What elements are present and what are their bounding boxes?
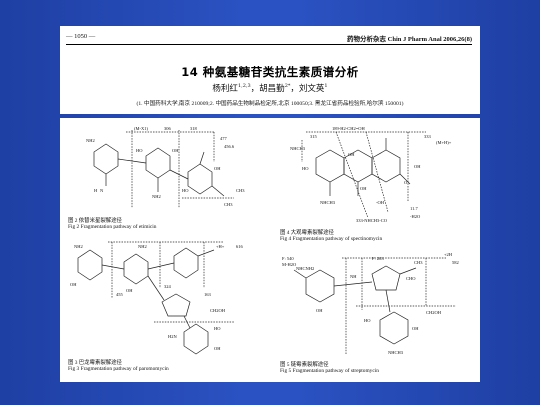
svg-text:HO: HO bbox=[214, 326, 221, 331]
figure-4-labels: 189-H2-CH2=OH 333 (M+H)+ 315 NHCH3 HO OH… bbox=[290, 126, 452, 223]
figure-4: 189-H2-CH2=OH 333 (M+H)+ 315 NHCH3 HO OH… bbox=[276, 122, 470, 246]
svg-text:H2N: H2N bbox=[168, 334, 177, 339]
svg-text:318: 318 bbox=[190, 126, 198, 131]
svg-text:163: 163 bbox=[204, 292, 212, 297]
svg-text:(M+H)+: (M+H)+ bbox=[436, 140, 452, 145]
svg-text:N: N bbox=[100, 188, 104, 193]
figure-5-structure: F: 540 M-H2O F: 263 +2H 582 CHO CH3 NH N… bbox=[282, 252, 459, 355]
figure-4-caption-en: Fig 4 Fragmentation pathway of spectinom… bbox=[280, 236, 383, 242]
svg-text:OH: OH bbox=[70, 282, 77, 287]
svg-text:OH: OH bbox=[360, 186, 367, 191]
figure-4-caption-cn: 图 4 大观霉素裂解途径 bbox=[280, 230, 334, 236]
svg-text:(M-X1): (M-X1) bbox=[134, 126, 148, 131]
svg-text:11.7: 11.7 bbox=[410, 206, 418, 211]
figure-5: F: 540 M-H2O F: 263 +2H 582 CHO CH3 NH N… bbox=[276, 250, 470, 378]
svg-text:CHO: CHO bbox=[406, 276, 416, 281]
paper-header-panel: — 1050 — 药物分析杂志 Chin J Pharm Anal 2006,2… bbox=[60, 26, 480, 114]
figure-5-caption-cn: 图 5 链霉素裂解途径 bbox=[280, 362, 329, 368]
figure-2: (M-X1) 306 318 477 456.6 NH2 NH2 H N OH … bbox=[64, 122, 258, 234]
svg-text:NH2: NH2 bbox=[86, 138, 95, 143]
svg-text:455: 455 bbox=[116, 292, 124, 297]
svg-text:F: 263: F: 263 bbox=[372, 256, 384, 261]
svg-text:NHCH3: NHCH3 bbox=[388, 350, 404, 355]
svg-text:OH: OH bbox=[214, 346, 221, 351]
author-2: ，胡昌勤 bbox=[250, 84, 285, 94]
svg-text:H: H bbox=[94, 188, 98, 193]
paper-authors: 杨利红1,2,3，胡昌勤2*，刘文英1 bbox=[60, 82, 480, 94]
svg-text:324: 324 bbox=[164, 284, 172, 289]
figure-2-labels: (M-X1) 306 318 477 456.6 NH2 NH2 H N OH … bbox=[86, 126, 245, 207]
svg-text:OH: OH bbox=[172, 148, 179, 153]
running-head: — 1050 — 药物分析杂志 Chin J Pharm Anal 2006,2… bbox=[66, 33, 472, 45]
figure-3-caption-en: Fig 3 Fragmentation pathway of paromomyc… bbox=[68, 366, 169, 372]
svg-text:NH2: NH2 bbox=[138, 244, 147, 249]
svg-text:582: 582 bbox=[452, 260, 459, 265]
svg-text:NHCNH2: NHCNH2 bbox=[296, 266, 314, 271]
author-3-affil: 1 bbox=[324, 83, 328, 90]
svg-text:OH: OH bbox=[348, 152, 355, 157]
author-1-affil: 1,2,3 bbox=[237, 83, 251, 90]
svg-text:CH3: CH3 bbox=[236, 188, 245, 193]
svg-text:456.6: 456.6 bbox=[224, 144, 235, 149]
svg-text:HO: HO bbox=[302, 166, 309, 171]
svg-text:OH: OH bbox=[316, 308, 323, 313]
figure-4-structure: 189-H2-CH2=OH 333 (M+H)+ 315 NHCH3 HO OH… bbox=[290, 126, 452, 223]
svg-text:F: 540: F: 540 bbox=[282, 256, 294, 261]
svg-text:OH: OH bbox=[126, 288, 133, 293]
svg-text:477: 477 bbox=[220, 136, 228, 141]
author-3: ，刘文英 bbox=[290, 84, 325, 94]
svg-text:HO: HO bbox=[364, 318, 371, 323]
svg-text:HO: HO bbox=[136, 148, 143, 153]
svg-text:NH2: NH2 bbox=[152, 194, 161, 199]
figure-panel: (M-X1) 306 318 477 456.6 NH2 NH2 H N OH … bbox=[60, 118, 480, 382]
svg-text:HO: HO bbox=[182, 188, 189, 193]
svg-text:333-NHCH3-CO: 333-NHCH3-CO bbox=[356, 218, 388, 223]
figure-3: +H+ 616 455 324 163 OH OH NH2 NH2 HO CH2… bbox=[64, 238, 258, 378]
svg-text:OH: OH bbox=[214, 166, 221, 171]
figure-3-labels: +H+ 616 455 324 163 OH OH NH2 NH2 HO CH2… bbox=[70, 244, 244, 351]
svg-text:306: 306 bbox=[164, 126, 172, 131]
author-affiliations: (1. 中国药科大学,南京 210009;2. 中国药品生物制品检定所,北京 1… bbox=[136, 101, 404, 107]
svg-text:CH3: CH3 bbox=[414, 260, 423, 265]
svg-text:CH2OH: CH2OH bbox=[426, 310, 442, 315]
svg-text:-H2O: -H2O bbox=[410, 214, 421, 219]
svg-text:OH: OH bbox=[412, 326, 419, 331]
figure-3-caption-cn: 图 3 巴龙霉素裂解途径 bbox=[68, 360, 122, 366]
paper-title: 14 种氨基糖苷类抗生素质谱分析 bbox=[181, 65, 359, 79]
journal-citation: 药物分析杂志 Chin J Pharm Anal 2006,26(8) bbox=[347, 36, 472, 43]
figure-3-structure: +H+ 616 455 324 163 OH OH NH2 NH2 HO CH2… bbox=[70, 241, 244, 355]
svg-text:189-H2-CH2=OH: 189-H2-CH2=OH bbox=[332, 126, 366, 131]
svg-text:M-H2O: M-H2O bbox=[282, 262, 297, 267]
svg-text:333: 333 bbox=[424, 134, 432, 139]
page-number: — 1050 — bbox=[66, 33, 96, 40]
figure-5-labels: F: 540 M-H2O F: 263 +2H 582 CHO CH3 NH N… bbox=[282, 252, 459, 355]
svg-text:+2H: +2H bbox=[444, 252, 453, 257]
svg-text:O: O bbox=[404, 180, 408, 185]
svg-text:CH3: CH3 bbox=[224, 202, 233, 207]
figure-5-caption-en: Fig 5 Fragmentation pathway of streptomy… bbox=[280, 368, 379, 374]
svg-text:NHCH3: NHCH3 bbox=[320, 200, 336, 205]
author-1: 杨利红 bbox=[212, 84, 238, 94]
svg-text:NH: NH bbox=[350, 274, 357, 279]
author-2-affil: 2* bbox=[284, 83, 291, 90]
figure-2-structure: (M-X1) 306 318 477 456.6 NH2 NH2 H N OH … bbox=[86, 126, 245, 208]
svg-text:-OH: -OH bbox=[376, 200, 385, 205]
svg-text:CH2OH: CH2OH bbox=[210, 308, 226, 313]
svg-text:315: 315 bbox=[310, 134, 318, 139]
svg-text:NH2: NH2 bbox=[74, 244, 83, 249]
svg-text:OH: OH bbox=[414, 164, 421, 169]
svg-text:NHCH3: NHCH3 bbox=[290, 146, 306, 151]
svg-text:+H+: +H+ bbox=[216, 244, 225, 249]
figure-2-caption-cn: 图 2 依替米星裂解途径 bbox=[68, 218, 122, 224]
svg-text:616: 616 bbox=[236, 244, 244, 249]
figure-2-caption-en: Fig 2 Fragmentation pathway of etimicin bbox=[68, 224, 157, 230]
